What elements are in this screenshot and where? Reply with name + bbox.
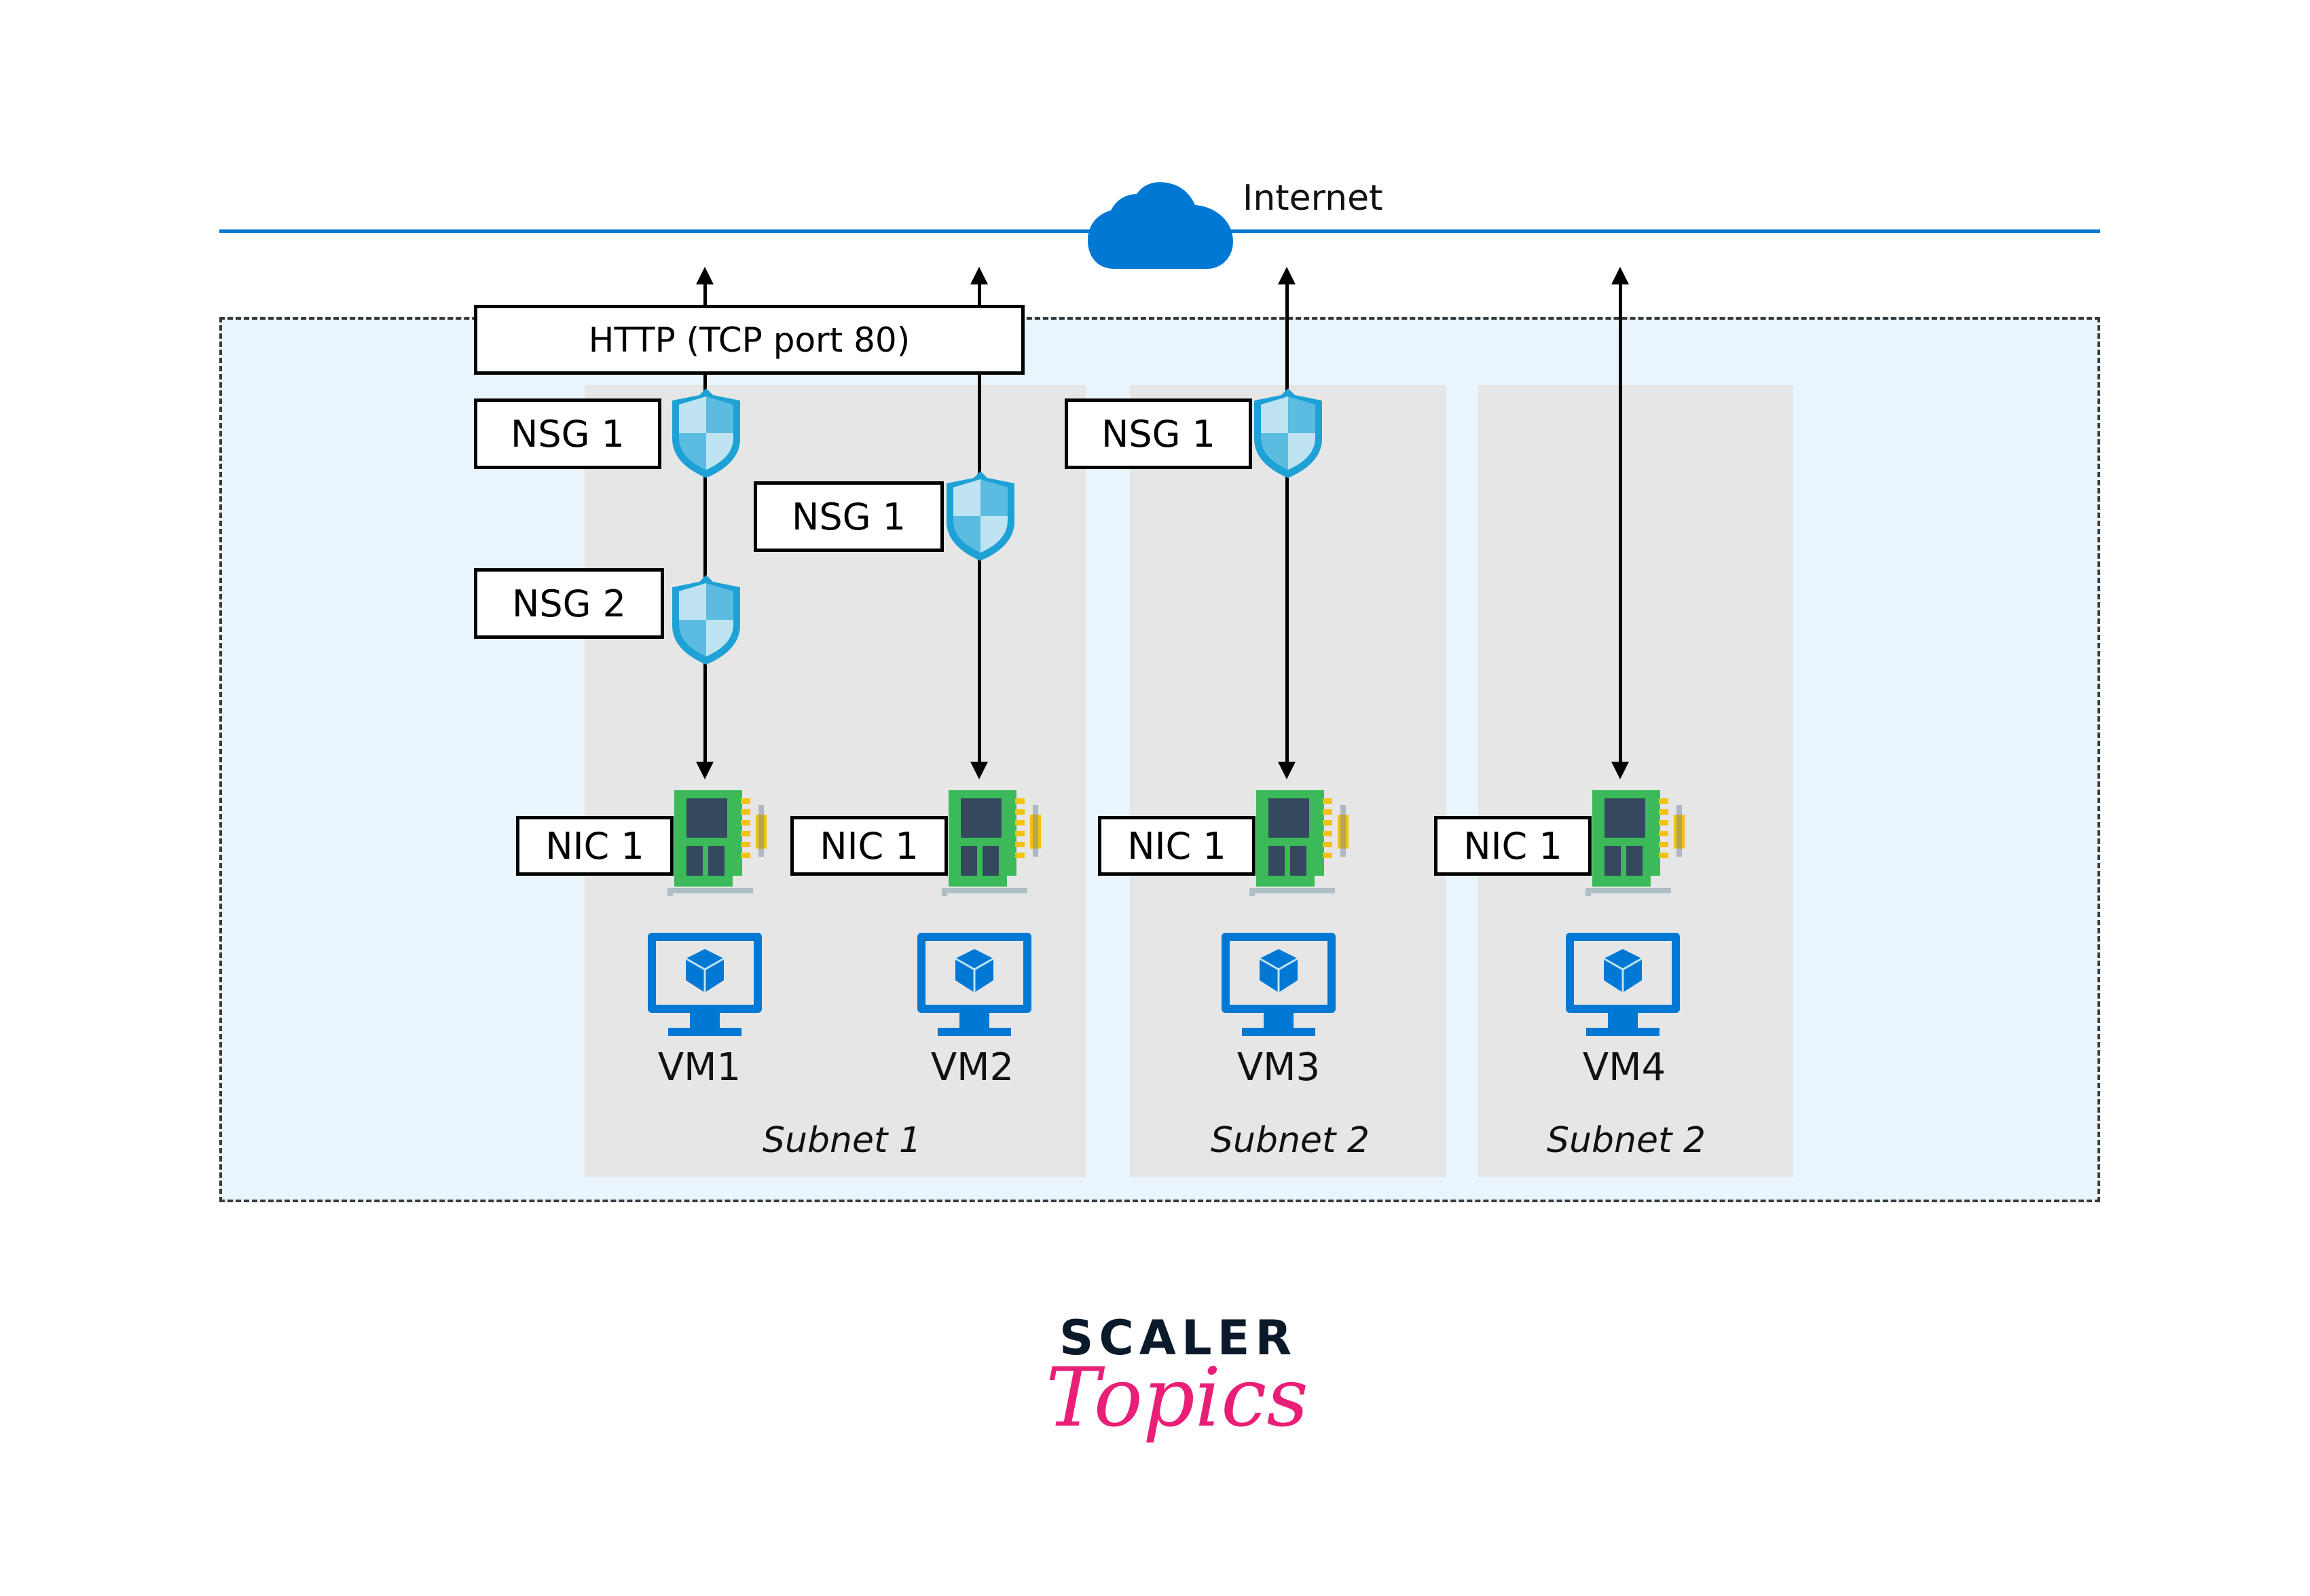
connection-line-vm3 xyxy=(1285,282,1289,771)
arrow-up-icon xyxy=(1278,267,1296,284)
virtual-machine-icon xyxy=(917,933,1031,1036)
vm-label: VM4 xyxy=(1582,1045,1666,1090)
subnet-2-area-vm4 xyxy=(1478,385,1793,1177)
internet-label: Internet xyxy=(1243,178,1383,219)
logo-scaler-text: SCALER xyxy=(1059,1310,1298,1366)
logo-topics-text: Topics xyxy=(1046,1351,1308,1445)
nsg-label-vm1-1: NSG 1 xyxy=(474,398,661,469)
nic-label-vm4: NIC 1 xyxy=(1434,816,1592,876)
subnet-label: Subnet 1 xyxy=(763,1120,921,1161)
shield-icon xyxy=(947,471,1014,561)
vm-label: VM1 xyxy=(657,1045,741,1090)
arrow-down-icon xyxy=(970,762,988,779)
nic-label-vm3: NIC 1 xyxy=(1098,816,1255,876)
arrow-down-icon xyxy=(1278,762,1296,779)
connection-line-vm1 xyxy=(703,282,707,771)
network-card-icon xyxy=(942,790,1041,896)
connection-line-vm4 xyxy=(1619,282,1622,771)
arrow-down-icon xyxy=(1611,762,1629,779)
virtual-machine-icon xyxy=(1566,933,1680,1036)
subnet-label: Subnet 2 xyxy=(1547,1120,1706,1161)
network-card-icon xyxy=(1249,790,1349,896)
virtual-machine-icon xyxy=(1222,933,1336,1036)
nsg-label-vm1-2: NSG 2 xyxy=(474,568,664,639)
nsg-label-vm3-1: NSG 1 xyxy=(1065,398,1252,469)
shield-icon xyxy=(672,388,740,478)
virtual-machine-icon xyxy=(648,933,762,1036)
nic-label-vm1: NIC 1 xyxy=(516,816,674,876)
network-card-icon xyxy=(667,790,767,896)
shield-icon xyxy=(1254,388,1322,478)
nic-label-vm2: NIC 1 xyxy=(790,816,948,876)
vm-label: VM3 xyxy=(1236,1045,1321,1090)
arrow-up-icon xyxy=(696,267,714,284)
cloud-icon xyxy=(1088,182,1233,269)
arrow-down-icon xyxy=(696,762,714,779)
shield-icon xyxy=(672,575,740,665)
arrow-up-icon xyxy=(970,267,988,284)
subnet-label: Subnet 2 xyxy=(1211,1120,1370,1161)
network-card-icon xyxy=(1585,790,1685,896)
http-rule-label: HTTP (TCP port 80) xyxy=(474,305,1025,375)
nsg-label-vm2-1: NSG 1 xyxy=(754,481,944,552)
vm-label: VM2 xyxy=(930,1045,1014,1090)
arrow-up-icon xyxy=(1611,267,1629,284)
